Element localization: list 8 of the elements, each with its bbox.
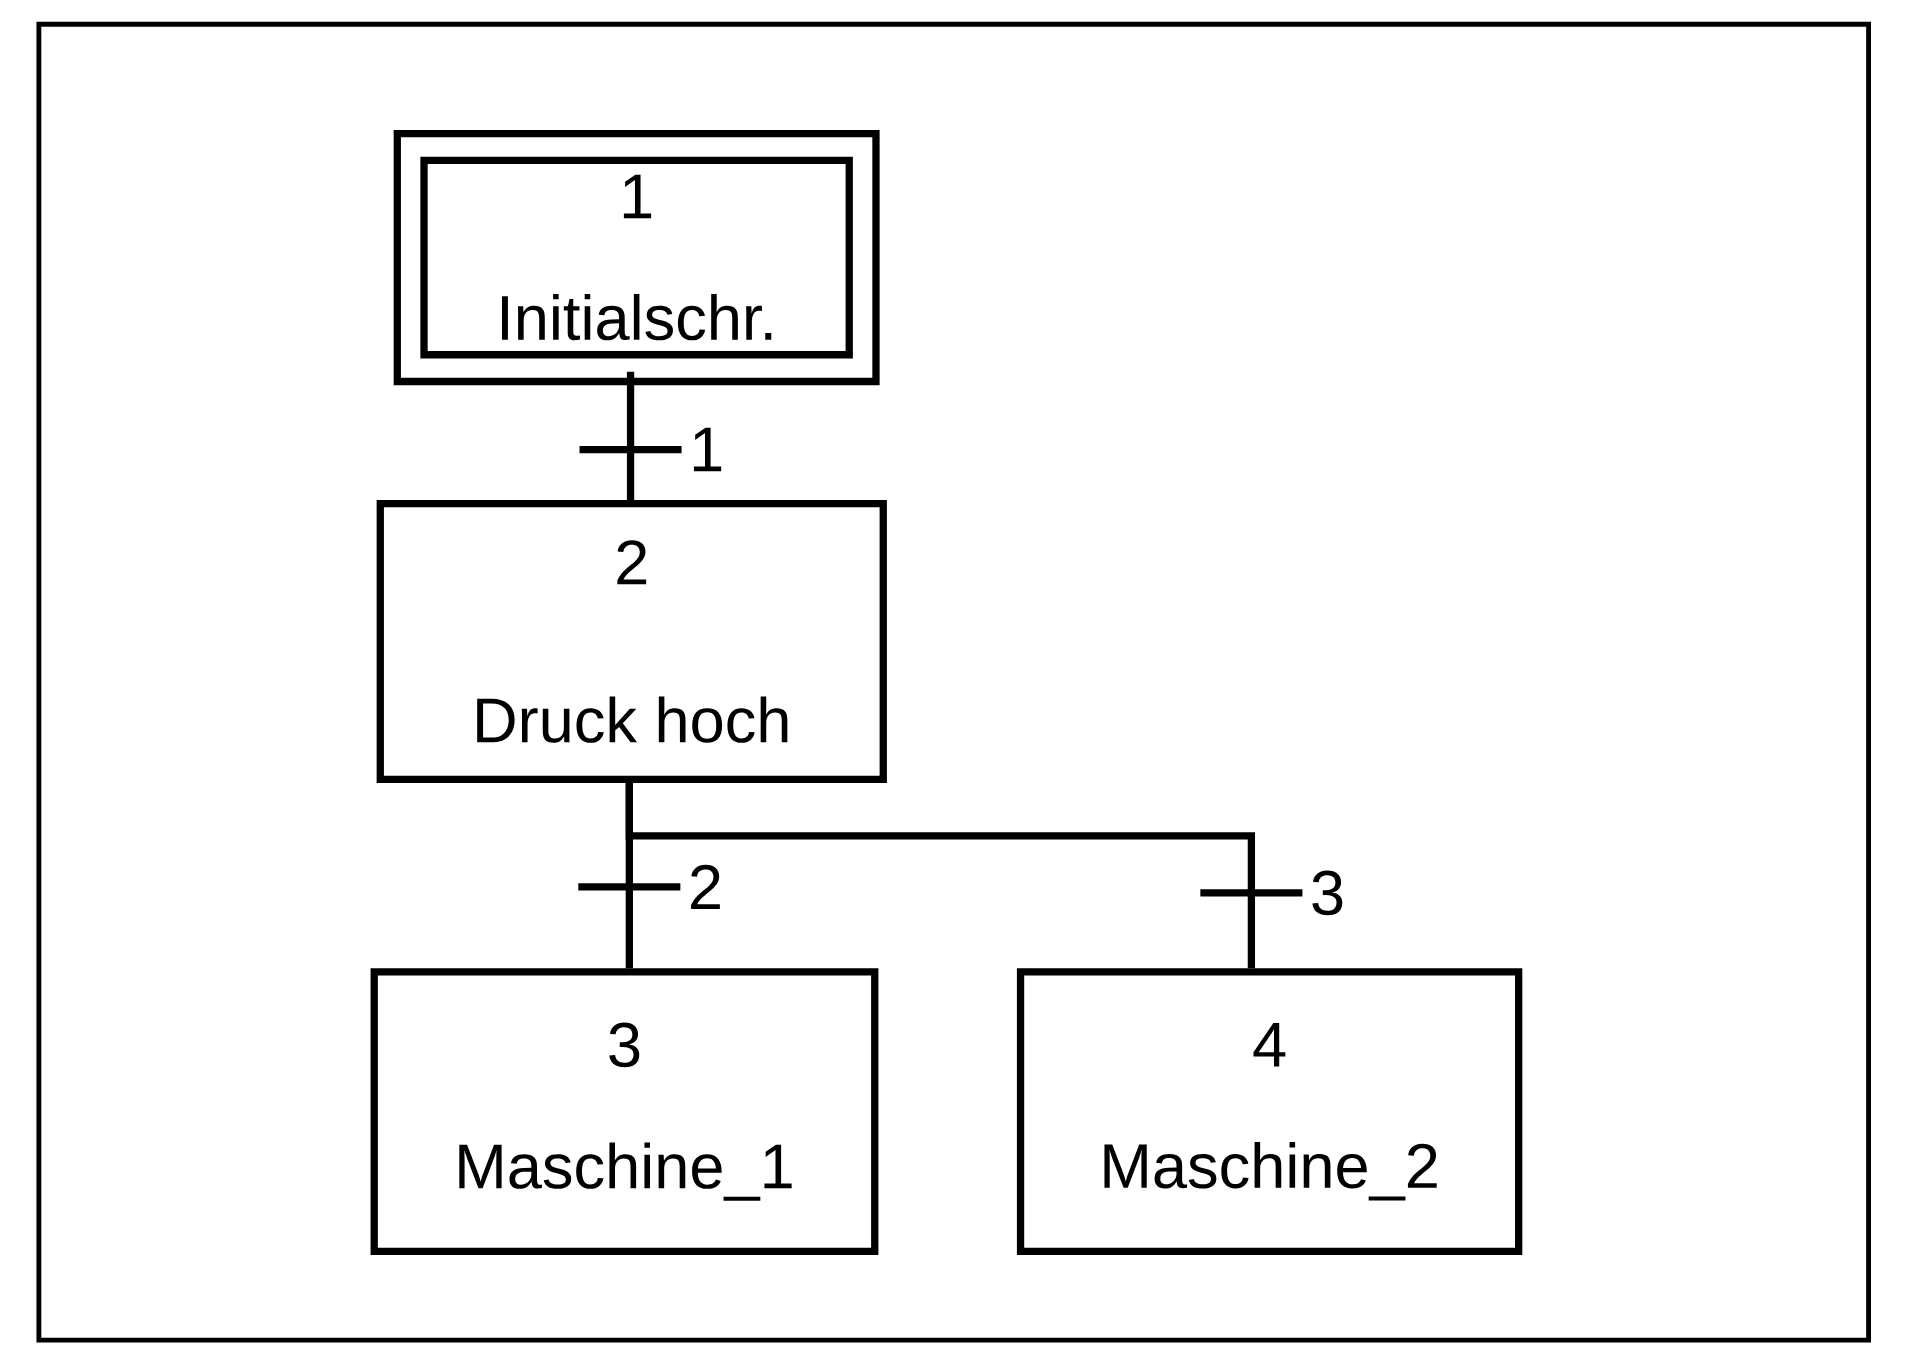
step-box: 4 Maschine_2 (1016, 968, 1523, 1255)
connector-line (625, 782, 1256, 969)
initial-step-box: 1 Initialschr. (393, 129, 880, 385)
step-box: 2 Druck hoch (376, 499, 887, 783)
edge-label: 2 (691, 864, 720, 909)
step-box: 3 Maschine_1 (370, 968, 879, 1255)
edge-label: 1 (693, 427, 722, 472)
edge-label: 3 (1312, 870, 1343, 916)
